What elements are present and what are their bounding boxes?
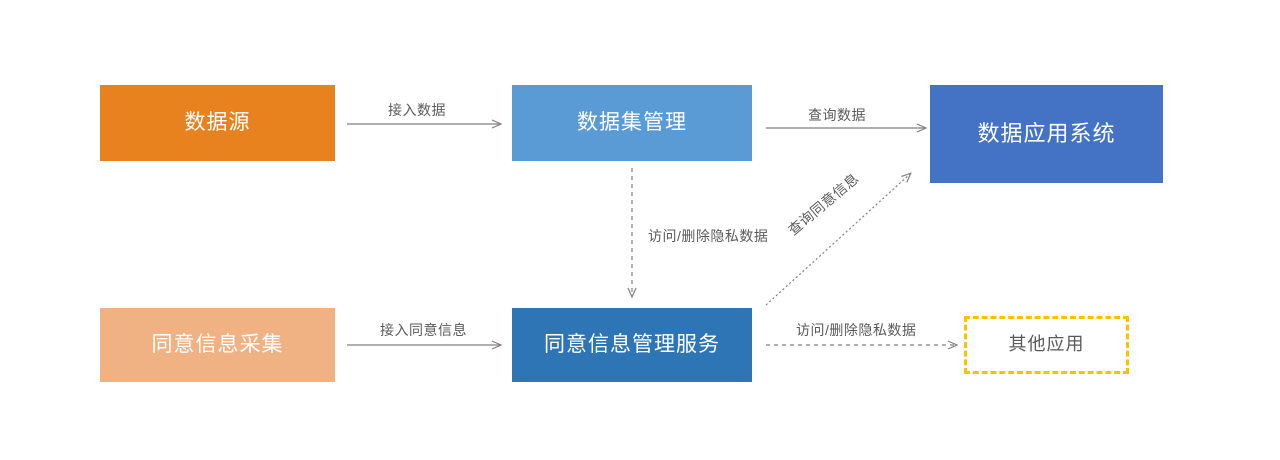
node-other-applications[interactable]: 其他应用 xyxy=(964,316,1129,374)
edge-label-ingest-consent-info: 接入同意信息 xyxy=(380,322,467,338)
edge-label-query-consent-info: 查询同意信息 xyxy=(784,169,862,239)
node-consent-info-management-service[interactable]: 同意信息管理服务 xyxy=(512,308,752,382)
node-data-source[interactable]: 数据源 xyxy=(100,85,335,161)
edge-label-access-delete-privacy-horizontal: 访问/删除隐私数据 xyxy=(796,322,917,338)
edge-label-query-data: 查询数据 xyxy=(808,107,866,123)
node-consent-info-collection[interactable]: 同意信息采集 xyxy=(100,308,335,382)
edge-label-ingest-data: 接入数据 xyxy=(388,102,446,118)
node-data-application-system[interactable]: 数据应用系统 xyxy=(930,85,1163,183)
edge-label-access-delete-privacy-vertical: 访问/删除隐私数据 xyxy=(648,228,769,244)
node-dataset-management[interactable]: 数据集管理 xyxy=(512,85,752,161)
